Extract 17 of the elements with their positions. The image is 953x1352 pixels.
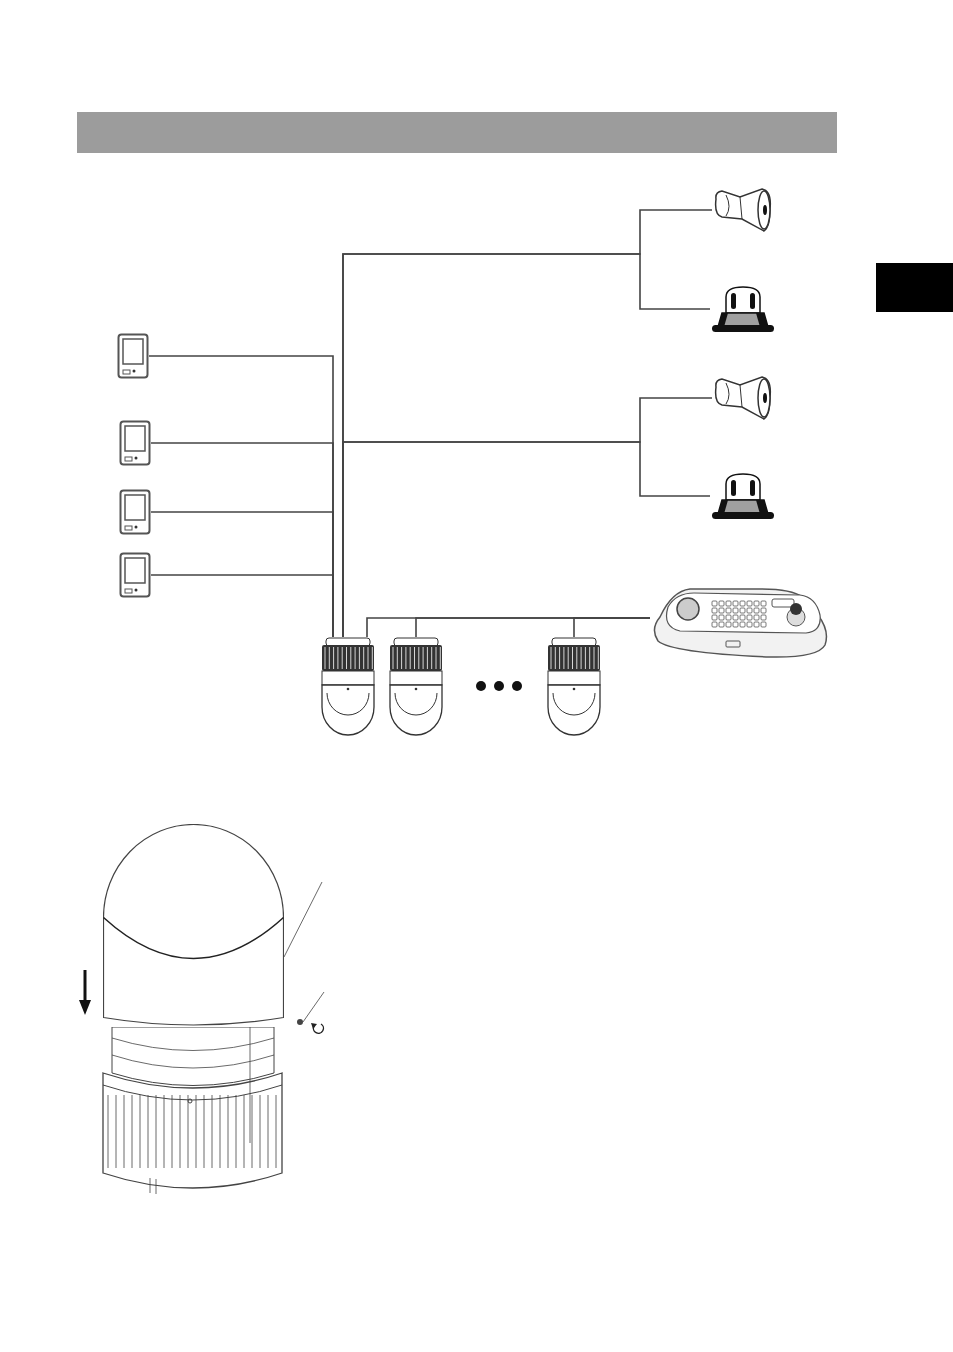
detector-icon <box>119 552 151 598</box>
dome-camera-icon <box>386 637 446 737</box>
camera-base-drawing <box>100 1027 286 1197</box>
cable-line <box>150 574 334 638</box>
leader-line <box>302 991 325 1023</box>
screw <box>297 1019 303 1025</box>
horn-speaker-icon <box>712 187 774 233</box>
detector-icon <box>119 420 151 466</box>
detector-icon <box>119 489 151 535</box>
horn-speaker-icon <box>712 375 774 421</box>
detector-icon <box>117 333 149 379</box>
cable-line <box>342 441 711 638</box>
dome-camera-icon <box>544 637 604 737</box>
cable-line <box>573 617 651 638</box>
warning-light-icon <box>710 472 776 520</box>
dome-camera-icon <box>318 637 378 737</box>
warning-light-icon <box>710 285 776 333</box>
